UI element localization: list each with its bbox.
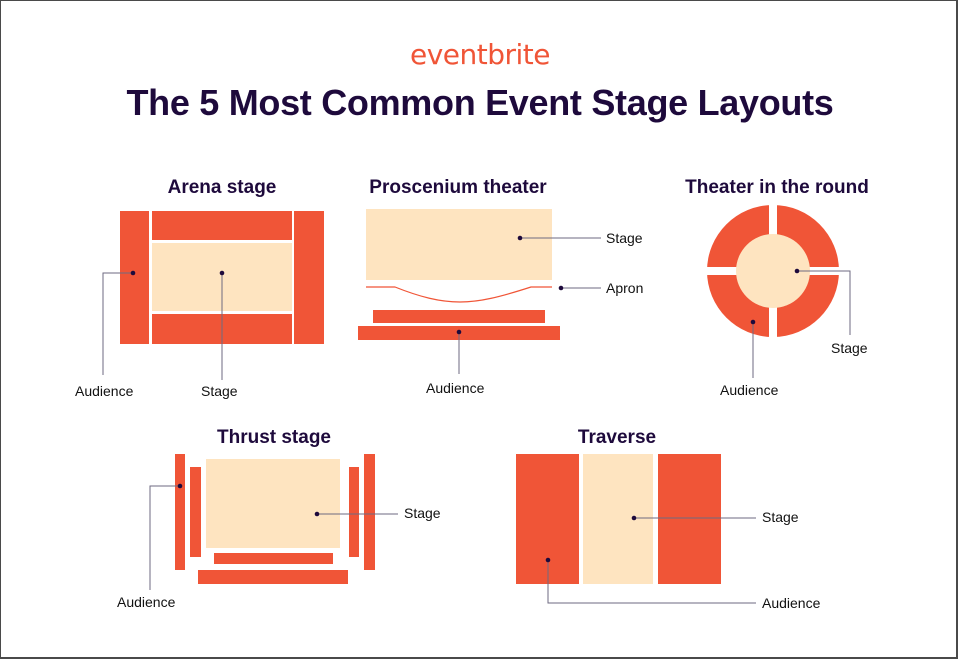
thrust-stage-area [206, 459, 340, 548]
round-stage-area [736, 234, 810, 308]
traverse-diagram [516, 454, 756, 604]
proscenium-audience-row-1 [373, 310, 545, 323]
thrust-audience-front-outer [198, 570, 348, 584]
theater-in-the-round-diagram [705, 203, 851, 378]
arena-audience-label: Audience [75, 383, 134, 399]
traverse-stage-label: Stage [762, 509, 799, 525]
proscenium-diagram [358, 209, 601, 374]
leader-dot [219, 270, 225, 276]
arena-audience-top [152, 211, 292, 240]
thrust-audience-label: Audience [117, 594, 176, 610]
leader-dot [794, 268, 800, 274]
theater-in-the-round-title: Theater in the round [685, 177, 869, 198]
thrust-audience-front-inner [214, 553, 333, 564]
arena-stage-diagram [102, 211, 324, 380]
leader-dot [558, 285, 564, 291]
leader-dot [456, 329, 462, 335]
thrust-stage-label: Stage [404, 505, 441, 521]
leader-dot [314, 511, 320, 517]
proscenium-apron-label: Apron [606, 280, 644, 296]
thrust-audience-right-outer [364, 454, 375, 570]
thrust-stage-diagram [149, 454, 398, 590]
traverse-title: Traverse [577, 427, 657, 448]
proscenium-stage-area [366, 209, 552, 280]
thrust-audience-left-outer [175, 454, 185, 570]
round-audience-label: Audience [720, 382, 779, 398]
eventbrite-logo: eventbrite [409, 38, 551, 71]
leader-dot [631, 515, 637, 521]
traverse-stage-area [583, 454, 653, 584]
thrust-stage-title: Thrust stage [216, 427, 332, 448]
leader-dot [517, 235, 523, 241]
proscenium-audience-label: Audience [426, 380, 485, 396]
leader-dot [130, 270, 136, 276]
round-stage-label: Stage [831, 340, 868, 356]
leader-dot [750, 319, 756, 325]
leader-dot [177, 483, 183, 489]
arena-stage-label: Stage [201, 383, 238, 399]
thrust-audience-right-inner [349, 467, 359, 557]
proscenium-apron-line [366, 286, 552, 303]
arena-audience-left [120, 211, 149, 344]
page-title: The 5 Most Common Event Stage Layouts [126, 82, 834, 123]
traverse-audience-label: Audience [762, 595, 821, 611]
thrust-audience-left-inner [190, 467, 201, 557]
proscenium-stage-label: Stage [606, 230, 643, 246]
proscenium-theater-title: Proscenium theater [369, 177, 547, 198]
traverse-audience-right [658, 454, 721, 584]
leader-dot [545, 557, 551, 563]
arena-audience-right [294, 211, 324, 344]
arena-stage-title: Arena stage [167, 177, 277, 198]
